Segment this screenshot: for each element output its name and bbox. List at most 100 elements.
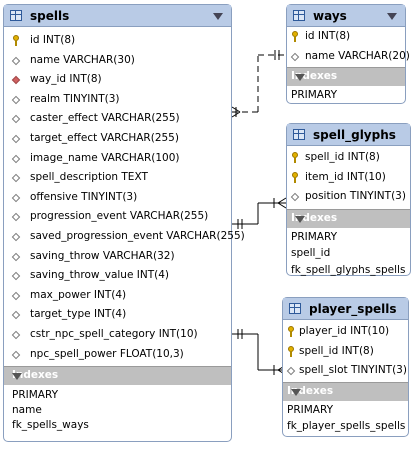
table-icon bbox=[10, 10, 22, 21]
column-icon bbox=[286, 366, 296, 376]
column-label: npc_spell_power FLOAT(10,3) bbox=[30, 347, 184, 360]
column-icon bbox=[11, 330, 21, 340]
column-row[interactable]: id INT(8) bbox=[4, 31, 231, 51]
column-label: offensive TINYINT(3) bbox=[30, 190, 138, 203]
column-row[interactable]: spell_id INT(8) bbox=[287, 148, 410, 168]
index-row[interactable]: fk_spells_ways bbox=[12, 419, 89, 432]
column-label: image_name VARCHAR(100) bbox=[30, 151, 180, 164]
column-icon bbox=[11, 154, 21, 163]
column-label: id INT(8) bbox=[305, 30, 351, 42]
table-ways[interactable]: ways id INT(8) name VARCHAR(20) Indexes … bbox=[286, 4, 410, 104]
column-icon bbox=[11, 95, 21, 105]
column-row[interactable]: spell_id INT(8) bbox=[283, 342, 408, 362]
indexes-header[interactable]: Indexes bbox=[4, 366, 231, 386]
column-row[interactable]: saving_throw_value INT(4) bbox=[4, 266, 231, 286]
column-row[interactable]: npc_spell_power FLOAT(10,3) bbox=[4, 345, 231, 365]
table-spell-glyphs[interactable]: spell_glyphs spell_id INT(8) item_id INT… bbox=[286, 123, 411, 276]
indexes-header[interactable]: Indexes bbox=[287, 208, 410, 228]
table-name: player_spells bbox=[309, 302, 397, 316]
collapse-arrow-icon[interactable] bbox=[295, 74, 305, 82]
collapse-arrow-icon[interactable] bbox=[213, 13, 223, 20]
column-row[interactable]: offensive TINYINT(3) bbox=[4, 188, 231, 208]
relation-spells-ways bbox=[231, 50, 286, 118]
table-spells[interactable]: spells id INT(8) name VARCHAR(30) way_id… bbox=[3, 4, 245, 442]
primary-key-icon bbox=[288, 345, 294, 357]
table-header[interactable]: spell_glyphs bbox=[287, 124, 410, 146]
table-name: spells bbox=[30, 9, 70, 23]
collapse-arrow-icon[interactable] bbox=[295, 215, 305, 223]
index-row[interactable]: PRIMARY bbox=[291, 89, 338, 102]
column-label: spell_slot TINYINT(3) bbox=[299, 364, 407, 377]
column-icon bbox=[11, 193, 21, 202]
column-icon bbox=[11, 56, 21, 65]
table-icon bbox=[289, 303, 301, 314]
column-icon bbox=[11, 311, 21, 320]
column-icon bbox=[11, 115, 21, 124]
column-list: id INT(8) name VARCHAR(30) way_id INT(8)… bbox=[4, 31, 245, 365]
column-row[interactable]: cstr_npc_spell_category INT(10) bbox=[4, 325, 231, 345]
column-row[interactable]: target_type INT(4) bbox=[4, 305, 231, 325]
column-row[interactable]: spell_description TEXT bbox=[4, 168, 231, 188]
column-icon bbox=[11, 134, 21, 144]
column-label: way_id INT(8) bbox=[30, 73, 102, 86]
column-row[interactable]: id INT(8) bbox=[287, 27, 405, 47]
collapse-arrow-icon[interactable] bbox=[387, 13, 397, 20]
index-row[interactable]: fk_spell_glyphs_spells bbox=[291, 263, 406, 276]
column-row[interactable]: spell_slot TINYINT(3) bbox=[283, 361, 408, 381]
column-row[interactable]: saved_progression_event VARCHAR(255) bbox=[4, 227, 245, 247]
collapse-arrow-icon[interactable] bbox=[12, 373, 22, 381]
column-label: spell_description TEXT bbox=[30, 171, 148, 184]
primary-key-icon bbox=[13, 35, 19, 46]
column-label: position TINYINT(3) bbox=[305, 190, 406, 203]
column-row[interactable]: realm TINYINT(3) bbox=[4, 90, 231, 110]
column-row[interactable]: saving_throw VARCHAR(32) bbox=[4, 247, 231, 267]
column-label: saving_throw_value INT(4) bbox=[30, 269, 169, 282]
column-row[interactable]: progression_event VARCHAR(255) bbox=[4, 207, 231, 227]
column-row[interactable]: position TINYINT(3) bbox=[287, 187, 410, 207]
table-header[interactable]: player_spells bbox=[283, 298, 408, 320]
column-label: spell_id INT(8) bbox=[305, 151, 380, 163]
column-row[interactable]: name VARCHAR(20) bbox=[287, 47, 410, 67]
index-row[interactable]: PRIMARY bbox=[287, 403, 334, 416]
column-row[interactable]: name VARCHAR(30) bbox=[4, 51, 231, 71]
column-icon bbox=[11, 271, 21, 281]
column-icon bbox=[290, 52, 300, 61]
column-row[interactable]: image_name VARCHAR(100) bbox=[4, 149, 231, 169]
column-icon bbox=[11, 173, 21, 183]
column-label: name VARCHAR(30) bbox=[30, 53, 135, 66]
table-icon bbox=[293, 129, 305, 140]
column-row[interactable]: caster_effect VARCHAR(255) bbox=[4, 109, 231, 129]
index-row[interactable]: spell_id bbox=[291, 246, 331, 259]
column-label: realm TINYINT(3) bbox=[30, 92, 120, 105]
column-row[interactable]: target_effect VARCHAR(255) bbox=[4, 129, 231, 149]
column-label: spell_id INT(8) bbox=[299, 344, 374, 357]
table-header[interactable]: spells bbox=[4, 5, 231, 27]
column-icon bbox=[11, 291, 21, 300]
column-label: caster_effect VARCHAR(255) bbox=[30, 112, 180, 125]
column-row[interactable]: way_id INT(8) bbox=[4, 70, 231, 90]
relation-spells-player-spells bbox=[232, 329, 287, 376]
index-row[interactable]: PRIMARY bbox=[291, 230, 338, 243]
indexes-label: Indexes bbox=[12, 369, 59, 382]
indexes-header[interactable]: Indexes bbox=[283, 381, 408, 401]
column-label: target_type INT(4) bbox=[30, 308, 127, 321]
table-header[interactable]: ways bbox=[287, 5, 405, 27]
index-row[interactable]: fk_player_spells_spells bbox=[287, 419, 406, 432]
index-row[interactable]: PRIMARY bbox=[12, 389, 59, 402]
primary-key-icon bbox=[292, 31, 298, 42]
column-row[interactable]: player_id INT(10) bbox=[283, 322, 408, 342]
column-label: progression_event VARCHAR(255) bbox=[30, 210, 209, 223]
table-player-spells[interactable]: player_spells player_id INT(10) spell_id… bbox=[282, 297, 409, 437]
relation-spells-spell-glyphs bbox=[232, 197, 287, 229]
primary-key-icon bbox=[288, 326, 294, 337]
column-icon bbox=[11, 252, 21, 261]
column-label: saving_throw VARCHAR(32) bbox=[30, 249, 175, 262]
column-row[interactable]: max_power INT(4) bbox=[4, 286, 231, 306]
index-row[interactable]: name bbox=[12, 404, 42, 417]
column-row[interactable]: item_id INT(10) bbox=[287, 168, 410, 188]
column-label: id INT(8) bbox=[30, 34, 76, 46]
collapse-arrow-icon[interactable] bbox=[291, 388, 301, 396]
column-label: name VARCHAR(20) bbox=[305, 49, 410, 62]
indexes-header[interactable]: Indexes bbox=[287, 67, 405, 87]
